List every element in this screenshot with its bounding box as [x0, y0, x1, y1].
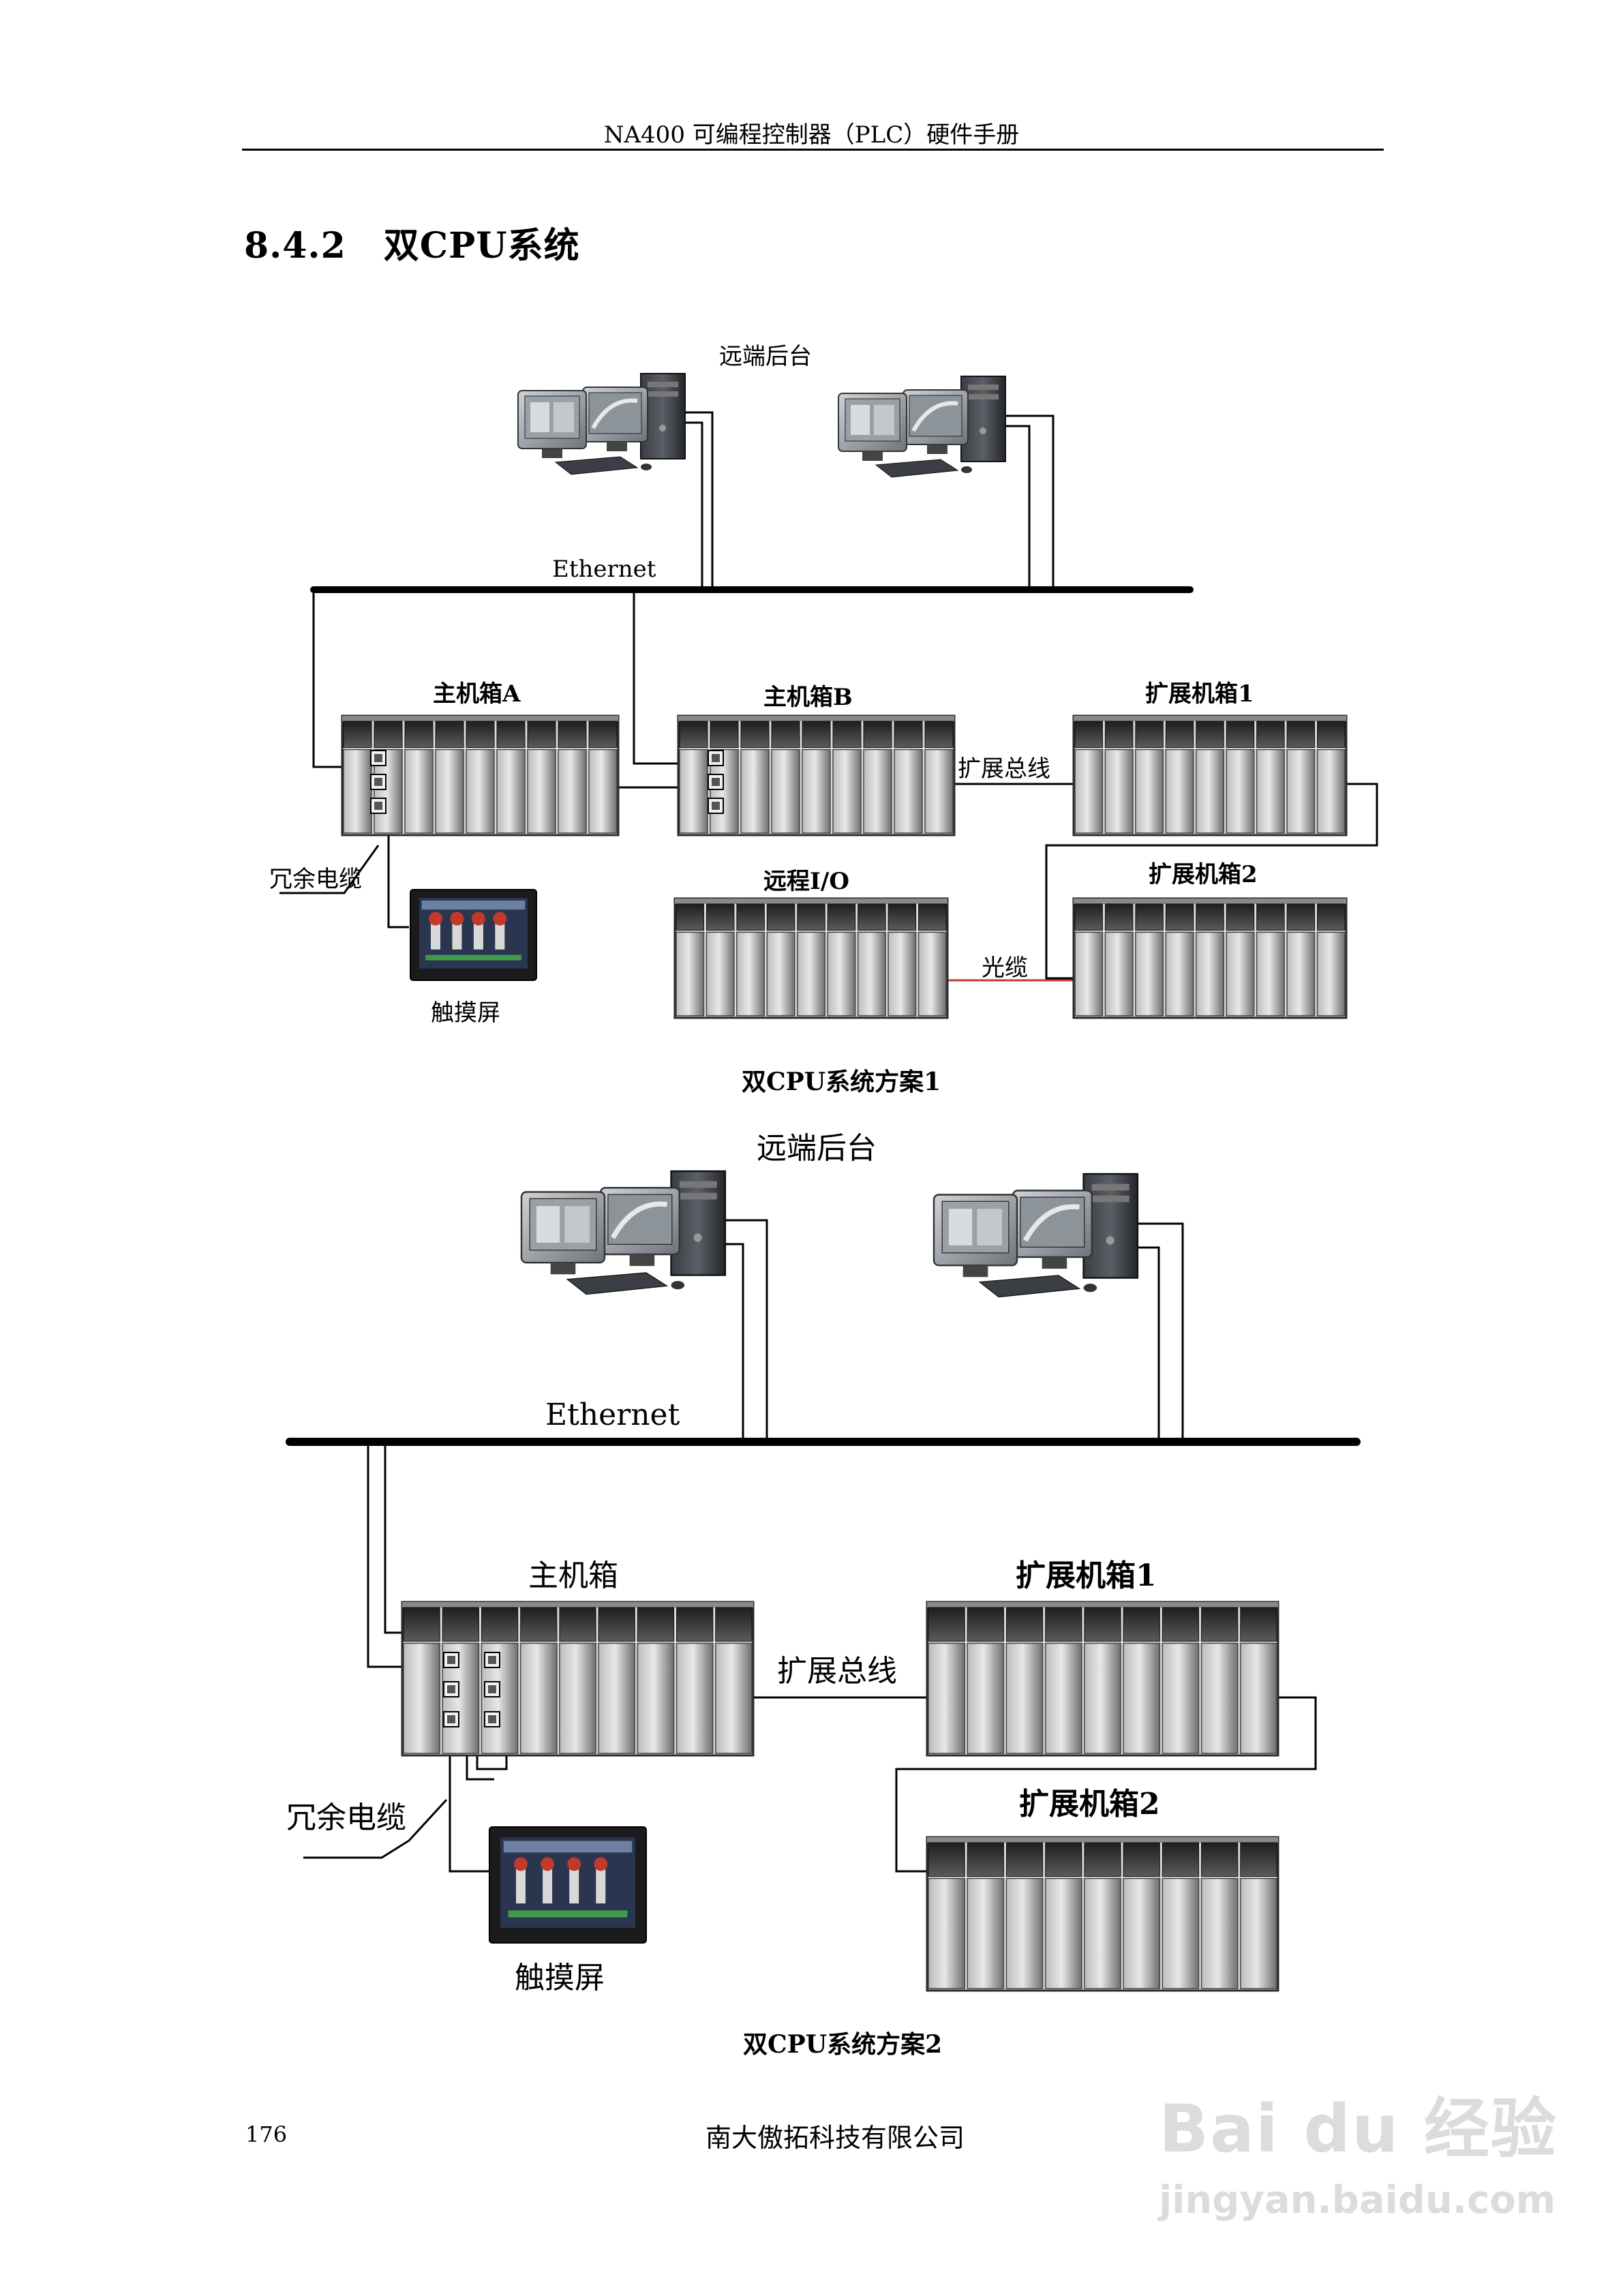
fig1-ethernet-label: Ethernet — [552, 556, 656, 583]
fig1-rack-exp1 — [1072, 714, 1348, 836]
fig2-redundant-label: 冗余电缆 — [286, 1800, 406, 1835]
watermark-url: jingyan.baidu.com — [1159, 2178, 1556, 2222]
fig1-remote-io-label: 远程I/O — [763, 868, 849, 895]
fig2-main-label: 主机箱 — [528, 1558, 618, 1593]
header-rule — [242, 149, 1384, 151]
fig2-remote-label: 远端后台 — [757, 1131, 877, 1166]
page-number: 176 — [245, 2121, 288, 2147]
fig2-ethernet-label: Ethernet — [545, 1398, 680, 1432]
page-header: NA400 可编程控制器（PLC）硬件手册 — [603, 121, 1020, 149]
fig1-main-b-label: 主机箱B — [763, 684, 853, 711]
fig2-rack-exp2 — [926, 1836, 1279, 1992]
fig2-touch-label: 触摸屏 — [515, 1961, 605, 1995]
section-title: 双CPU系统 — [383, 225, 580, 267]
fig1-rack-main-b — [677, 714, 956, 836]
fig2-caption: 双CPU系统方案2 — [743, 2030, 943, 2059]
fig1-exp1-label: 扩展机箱1 — [1145, 680, 1254, 708]
fig2-bus-label: 扩展总线 — [777, 1654, 897, 1689]
fig1-remote-label: 远端后台 — [719, 343, 812, 370]
footer-company: 南大傲拓科技有限公司 — [706, 2123, 965, 2153]
fig2-wiring — [286, 1219, 1361, 1873]
fig2-touchscreen — [489, 1826, 647, 1944]
fig1-touchscreen — [410, 889, 537, 981]
fig1-caption: 双CPU系统方案1 — [742, 1068, 941, 1096]
section-heading: 8.4.2 双CPU系统 — [244, 217, 580, 268]
fig1-fiber-label: 光缆 — [982, 954, 1028, 982]
fig2-rack-main — [401, 1601, 755, 1757]
section-number: 8.4.2 — [244, 225, 346, 267]
fig1-rack-main-a — [341, 714, 620, 836]
fig2-rack-exp1 — [926, 1601, 1279, 1757]
fig1-rack-remote-io — [673, 897, 949, 1019]
fig2-remote-pc-2 — [932, 1173, 1139, 1298]
fig2-remote-pc-1 — [520, 1170, 727, 1295]
fig1-remote-pc-2 — [838, 376, 1006, 478]
fig1-touch-label: 触摸屏 — [431, 999, 500, 1027]
fig1-bus-label: 扩展总线 — [958, 755, 1050, 783]
watermark-logo: Bai du 经验 — [1159, 2091, 1558, 2167]
fig1-exp2-label: 扩展机箱2 — [1149, 861, 1258, 888]
fig2-exp1-label: 扩展机箱1 — [1016, 1558, 1157, 1593]
fig2-exp2-label: 扩展机箱2 — [1019, 1787, 1160, 1822]
fig1-rack-exp2 — [1072, 897, 1348, 1019]
fig1-remote-pc-1 — [517, 373, 686, 475]
fig1-main-a-label: 主机箱A — [433, 680, 521, 708]
fig1-redundant-label: 冗余电缆 — [269, 866, 362, 893]
